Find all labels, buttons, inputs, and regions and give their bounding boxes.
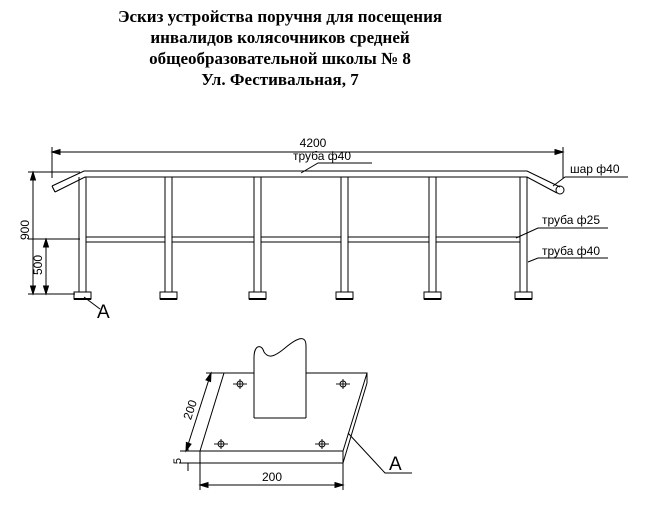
top-handrail <box>51 170 561 194</box>
posts <box>78 177 528 292</box>
post-5 <box>428 177 437 292</box>
post-stub <box>253 338 307 419</box>
base-plates <box>73 291 533 300</box>
ball-end <box>555 185 565 195</box>
title-line-2: инвалидов колясочников средней <box>150 28 410 47</box>
post-4 <box>340 177 349 292</box>
post-1 <box>78 177 87 292</box>
title-line-3: общеобразовательной школы № 8 <box>149 49 411 68</box>
height-mid-label: 500 <box>31 255 45 275</box>
post-label: труба ф40 <box>542 244 600 258</box>
detail-marker: А <box>389 454 402 475</box>
detail-callout-marker: А <box>97 302 110 323</box>
plate-detail <box>199 372 368 464</box>
hole-2 <box>336 379 350 389</box>
ball-label: шар ф40 <box>570 162 620 176</box>
leaders <box>83 162 628 310</box>
title-line-4: Ул. Фестивальная, 7 <box>201 70 359 89</box>
post-6 <box>519 177 528 292</box>
height-dimensions <box>28 170 80 296</box>
title-line-1: Эскиз устройства поручня для посещения <box>117 7 443 26</box>
mid-rail <box>86 236 520 243</box>
width-dimension <box>198 463 345 490</box>
hole-1 <box>233 379 247 389</box>
hole-4 <box>315 439 329 449</box>
post-2 <box>164 177 173 292</box>
mounting-holes <box>214 379 350 449</box>
height-total-label: 900 <box>18 220 32 240</box>
hole-3 <box>214 439 228 449</box>
mid-rail-label: труба ф25 <box>542 213 600 227</box>
depth-dimension <box>180 371 224 453</box>
thickness-dimension <box>180 443 200 471</box>
drawing-title: Эскиз устройства поручня для посещения и… <box>0 6 560 90</box>
length-value: 4200 <box>300 136 327 150</box>
length-dimension <box>50 147 565 178</box>
top-rail-label: труба ф40 <box>293 149 351 163</box>
detail-leader <box>347 432 412 474</box>
thickness-dim-label: 5 <box>172 458 184 464</box>
post-3 <box>253 177 262 292</box>
depth-dim-label: 200 <box>180 398 200 422</box>
width-dim-label: 200 <box>262 470 282 484</box>
